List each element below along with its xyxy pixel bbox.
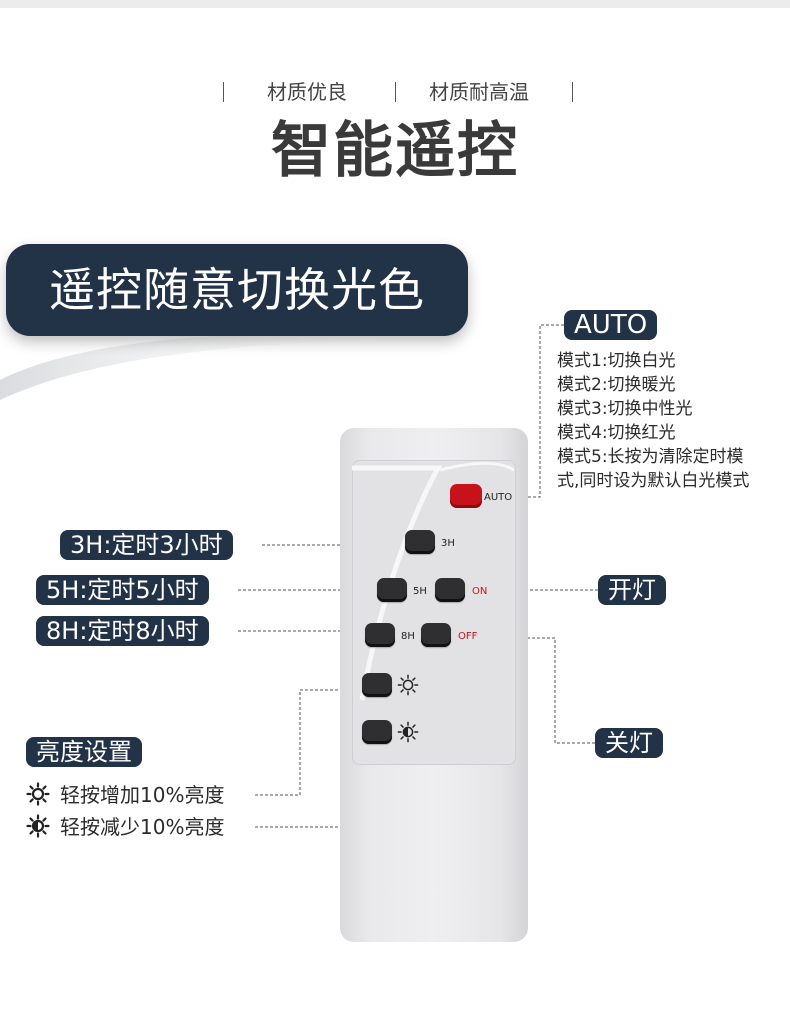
brightness-up-button[interactable]: [362, 673, 392, 697]
timer-3h-button[interactable]: [405, 530, 435, 554]
tag-heat-resistant: 材质耐高温: [429, 80, 529, 104]
brightness-title: 亮度设置: [26, 737, 142, 767]
light-off-button[interactable]: [421, 623, 451, 647]
headline-banner: 遥控随意切换光色: [6, 244, 468, 336]
auto-button[interactable]: [450, 484, 482, 508]
background-swoosh: [0, 331, 410, 400]
half-sun-icon: [26, 814, 50, 838]
mode-item: 模式2:切换暖光: [557, 375, 676, 395]
mode-item: 模式5:长按为清除定时模: [557, 447, 744, 467]
light-on-label: 开灯: [598, 575, 666, 605]
sun-icon: [26, 782, 50, 806]
timer-8h-label: 8H:定时8小时: [36, 616, 209, 646]
brightness-decrease-text: 轻按减少10%亮度: [60, 815, 225, 839]
timer-8h-button[interactable]: [365, 623, 395, 647]
light-on-button-label: ON: [472, 586, 488, 597]
top-bar: [0, 0, 790, 8]
sun-icon: [397, 674, 419, 696]
feature-tags: 材质优良 材质耐高温: [0, 78, 790, 108]
timer-3h-button-label: 3H: [441, 538, 455, 549]
light-off-label: 关灯: [595, 728, 663, 758]
tag-separator: [395, 82, 396, 102]
auto-label: AUTO: [564, 310, 658, 340]
timer-5h-label: 5H:定时5小时: [36, 575, 209, 605]
timer-8h-button-label: 8H: [401, 631, 415, 642]
half-sun-icon: [397, 721, 419, 743]
brightness-down-button[interactable]: [362, 720, 392, 744]
timer-5h-button-label: 5H: [413, 586, 427, 597]
brightness-increase-text: 轻按增加10%亮度: [60, 783, 225, 807]
brightness-decrease-item: 轻按减少10%亮度: [26, 814, 224, 840]
light-off-button-label: OFF: [458, 631, 478, 642]
mode-item: 模式1:切换白光: [557, 351, 676, 371]
timer-5h-button[interactable]: [377, 578, 407, 602]
page-title: 智能遥控: [271, 116, 519, 186]
mode-item: 式,同时设为默认白光模式: [557, 471, 750, 491]
tag-separator: [572, 82, 573, 102]
tag-separator: [223, 82, 224, 102]
mode-item: 模式3:切换中性光: [557, 399, 693, 419]
auto-button-label: AUTO: [484, 492, 513, 503]
tag-quality: 材质优良: [267, 80, 347, 104]
timer-3h-label: 3H:定时3小时: [60, 530, 233, 560]
mode-item: 模式4:切换红光: [557, 423, 676, 443]
brightness-increase-item: 轻按增加10%亮度: [26, 782, 224, 808]
light-on-button[interactable]: [435, 578, 465, 602]
auto-mode-list: 模式1:切换白光 模式2:切换暖光 模式3:切换中性光 模式4:切换红光 模式5…: [557, 349, 749, 493]
